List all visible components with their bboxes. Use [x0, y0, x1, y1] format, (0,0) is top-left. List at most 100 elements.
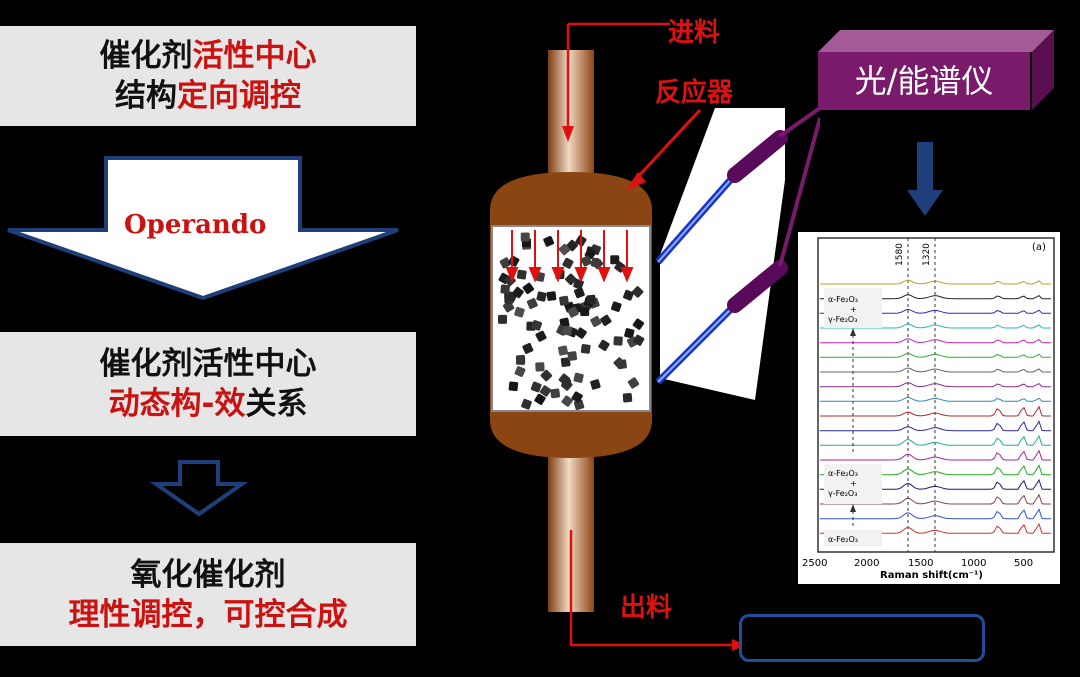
catalyst-particle — [590, 257, 602, 268]
flow-arrows — [505, 230, 634, 283]
spectrum-trace — [819, 352, 1051, 358]
catalyst-particle — [539, 385, 552, 397]
box1-line2-black: 结构 — [115, 78, 177, 114]
catalyst-particle — [540, 369, 553, 382]
catalyst-particle — [520, 232, 530, 242]
catalyst-particle — [586, 294, 596, 305]
catalyst-particle — [515, 354, 526, 365]
spectrum-trace — [819, 508, 1051, 520]
box2-line2-black: 关系 — [245, 386, 308, 422]
catalyst-particle — [514, 306, 525, 318]
catalyst-particle — [516, 269, 527, 280]
catalyst-particle — [617, 359, 627, 370]
spectrometer-label: 光/能谱仪 — [818, 52, 1030, 110]
catalyst-particle — [561, 395, 573, 407]
catalyst-particle — [534, 393, 546, 405]
spectrum-trace — [820, 367, 1051, 373]
catalyst-particle — [567, 306, 579, 318]
inlet-pipe — [548, 50, 594, 190]
box2-line1: 催化剂活性中心 — [99, 346, 317, 382]
svg-text:γ-Fe₂O₃: γ-Fe₂O₃ — [828, 315, 857, 324]
catalyst-particle — [498, 314, 508, 324]
catalyst-particle — [502, 301, 515, 313]
catalyst-particle — [613, 336, 623, 346]
catalyst-particle — [590, 379, 601, 390]
catalyst-particle — [573, 399, 585, 411]
catalyst-particle — [543, 235, 555, 247]
catalyst-particle — [514, 366, 526, 377]
x-axis-label: Raman shift(cm⁻¹) — [880, 570, 983, 581]
svg-text:+: + — [850, 479, 857, 488]
spectrometer-box-3d — [818, 30, 1054, 110]
xtick-2000: 2000 — [854, 558, 879, 569]
peak-1580-label: 1580 — [895, 243, 905, 266]
catalyst-particle — [526, 298, 538, 310]
spectrum-trace — [819, 382, 1051, 388]
svg-text:α-Fe₂O₃: α-Fe₂O₃ — [828, 535, 858, 544]
box2-line2-red: 动态构-效 — [108, 386, 246, 422]
catalyst-particle — [562, 257, 574, 269]
catalyst-particles — [498, 232, 645, 411]
catalyst-particle — [574, 287, 585, 299]
catalyst-particle — [504, 291, 514, 301]
catalyst-particle — [627, 377, 640, 389]
spectrum-trace — [819, 338, 1051, 344]
strategy-box-2: 催化剂活性中心 动态构-效关系 — [0, 332, 416, 436]
catalyst-particle — [512, 286, 524, 299]
catalyst-particle — [622, 392, 633, 403]
operando-label: Operando — [124, 210, 267, 240]
catalyst-particle — [561, 378, 572, 389]
catalyst-particle — [573, 372, 584, 383]
catalyst-particle — [610, 255, 620, 265]
catalyst-particle — [562, 325, 573, 336]
catalyst-particle — [633, 334, 645, 346]
catalyst-particle — [565, 273, 577, 286]
catalyst-particle — [558, 243, 571, 256]
spectrum-trace — [819, 420, 1051, 432]
catalyst-particle — [559, 295, 569, 306]
catalyst-particle — [600, 314, 612, 327]
discharge-label: 出料 — [620, 593, 673, 623]
catalyst-particle — [631, 286, 644, 298]
catalyst-particle — [590, 315, 602, 328]
catalyst-particle — [560, 357, 571, 368]
svg-text:α-Fe₂O₃: α-Fe₂O₃ — [828, 295, 858, 304]
catalyst-particle — [535, 362, 545, 372]
raman-spectrum-chart: 1580 1320 (a) α-Fe₂O₃ + γ-Fe₂O₃ α-Fe₂O₃ … — [798, 232, 1060, 584]
catalyst-particle — [508, 381, 519, 392]
catalyst-particle — [611, 301, 622, 312]
catalyst-particle — [531, 320, 543, 331]
reactor-label: 反应器 — [655, 78, 734, 108]
catalyst-particle — [632, 318, 645, 330]
spectro-down-arrow — [907, 142, 943, 216]
catalyst-particle — [522, 342, 534, 354]
svg-text:γ-Fe₂O₃: γ-Fe₂O₃ — [828, 489, 857, 498]
catalyst-particle — [521, 398, 532, 410]
peak-1320-label: 1320 — [922, 243, 932, 266]
probe-window — [660, 108, 785, 400]
xtick-1000: 1000 — [961, 558, 986, 569]
output-box — [739, 614, 985, 662]
small-down-arrow — [150, 460, 249, 517]
strategy-box-1: 催化剂活性中心 结构定向调控 — [0, 26, 416, 126]
catalyst-particle — [623, 289, 634, 301]
catalyst-particle — [557, 345, 569, 356]
spectrum-trace — [820, 279, 1051, 285]
spectrum-trace — [820, 449, 1051, 461]
svg-text:+: + — [850, 305, 857, 314]
catalyst-particle — [522, 282, 535, 295]
box3-line2: 理性调控，可控合成 — [68, 597, 348, 633]
strategy-box-3: 氧化催化剂 理性调控，可控合成 — [0, 543, 416, 646]
catalyst-particle — [546, 291, 557, 301]
operando-arrow — [7, 156, 399, 301]
box1-line1-black: 催化剂 — [99, 38, 193, 74]
catalyst-particle — [624, 328, 635, 339]
panel-tag: (a) — [1032, 242, 1046, 253]
svg-text:α-Fe₂O₃: α-Fe₂O₃ — [828, 469, 858, 478]
catalyst-particle — [580, 344, 591, 354]
catalyst-particle — [499, 257, 511, 269]
spectrum-trace — [820, 405, 1051, 417]
spectrum-trace — [819, 434, 1051, 446]
catalyst-particle — [530, 381, 542, 393]
catalyst-particle — [535, 330, 547, 342]
